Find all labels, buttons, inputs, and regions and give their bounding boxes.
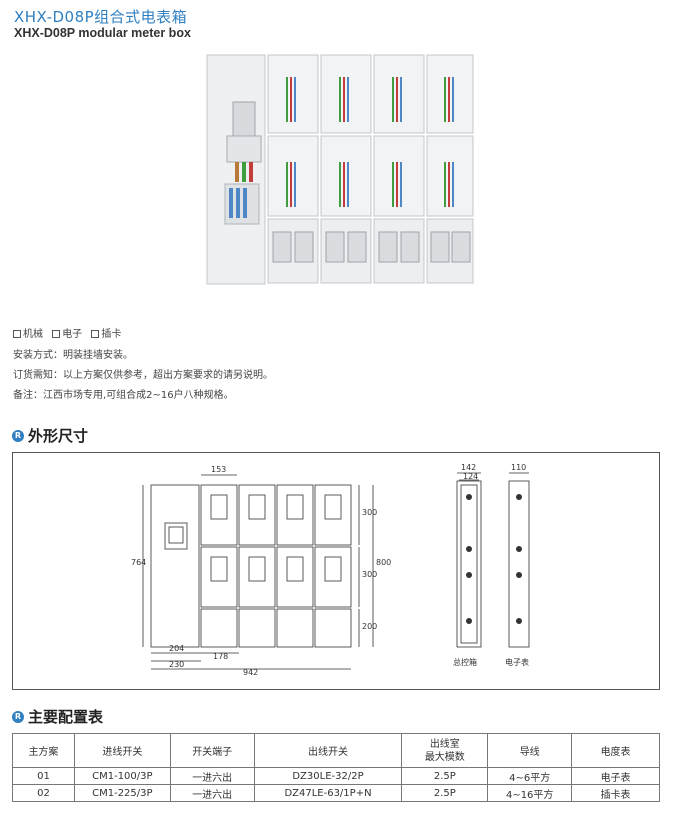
col-scheme: 主方案 (12, 733, 75, 768)
dim-110: 110 (511, 463, 526, 472)
cell: 4~6平方 (487, 767, 573, 785)
dimension-drawing-frame: 153 300 300 200 800 764 204 178 230 942 … (12, 452, 660, 690)
section-badge-icon: R (12, 710, 24, 723)
cell: 02 (12, 784, 75, 802)
dim-142: 142 (461, 463, 476, 472)
meter-type-options: 机械 电子 插卡 (13, 325, 127, 340)
section-config-title: 主要配置表 (28, 708, 104, 726)
product-photo (205, 52, 475, 286)
order-notice: 订货需知：以上方案仅供参考，超出方案要求的请另说明。 (13, 370, 273, 381)
dim-178: 178 (213, 652, 228, 661)
dim-230: 230 (169, 660, 184, 669)
cell: 一进六出 (169, 767, 255, 785)
dim-204: 204 (169, 644, 184, 653)
cell: 2.5P (401, 784, 489, 802)
dim-800: 800 (376, 558, 391, 567)
table-header-row: 主方案 进线开关 开关端子 出线开关 出线室 最大模数 导线 电度表 (12, 733, 660, 768)
dim-300-mid: 300 (362, 570, 377, 579)
option-card: 插卡 (91, 329, 121, 340)
cell: DZ47LE-63/1P+N (253, 784, 403, 802)
dim-300-top: 300 (362, 508, 377, 517)
table-row: 02 CM1-225/3P 一进六出 DZ47LE-63/1P+N 2.5P 4… (12, 784, 660, 802)
checkbox-icon (13, 330, 21, 338)
cell: 一进六出 (169, 784, 255, 802)
col-max-module: 出线室 最大模数 (401, 733, 489, 768)
checkbox-icon (91, 330, 100, 338)
product-title-cn: XHX-D08P组合式电表箱 (14, 8, 188, 26)
product-title-en: XHX-D08P modular meter box (14, 26, 191, 40)
cell: 2.5P (401, 767, 489, 785)
dim-764: 764 (131, 558, 146, 567)
cell: 4~16平方 (487, 784, 573, 802)
cell: CM1-100/3P (73, 767, 171, 785)
option-electronic: 电子 (52, 329, 82, 340)
section-dimensions-title: 外形尺寸 (28, 427, 89, 445)
checkbox-icon (52, 330, 61, 338)
cell: 01 (12, 767, 75, 785)
cell: CM1-225/3P (73, 784, 171, 802)
dim-124: 124 (463, 472, 478, 481)
dimension-drawing: 153 300 300 200 800 764 204 178 230 942 … (131, 463, 530, 677)
install-method: 安装方式：明装挂墙安装。 (13, 350, 133, 361)
cell: DZ30LE-32/2P (253, 767, 403, 785)
dim-942: 942 (243, 668, 258, 677)
col-meter: 电度表 (571, 733, 660, 768)
dim-200: 200 (362, 622, 377, 631)
col-inlet-switch: 进线开关 (73, 733, 171, 768)
col-terminal: 开关端子 (169, 733, 255, 768)
cell: 插卡表 (571, 784, 660, 802)
label-meter: 电子表 (505, 657, 529, 667)
config-table: 主方案 进线开关 开关端子 出线开关 出线室 最大模数 导线 电度表 01 CM… (12, 733, 660, 802)
remark: 备注：江西市场专用,可组合成2~16户八种规格。 (13, 390, 234, 401)
label-main-box: 总控箱 (453, 657, 477, 667)
table-row: 01 CM1-100/3P 一进六出 DZ30LE-32/2P 2.5P 4~6… (12, 767, 660, 785)
cell: 电子表 (571, 767, 660, 785)
section-config: R 主要配置表 (12, 706, 103, 727)
section-dimensions: R 外形尺寸 (12, 425, 88, 446)
col-wire: 导线 (487, 733, 573, 768)
section-badge-icon: R (12, 429, 24, 442)
option-mechanical: 机械 (13, 329, 43, 340)
dim-153: 153 (211, 465, 226, 474)
col-outlet-switch: 出线开关 (253, 733, 403, 768)
